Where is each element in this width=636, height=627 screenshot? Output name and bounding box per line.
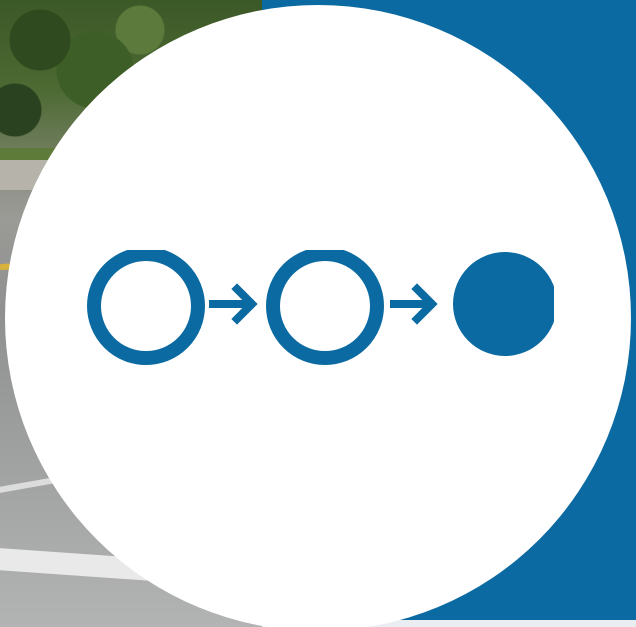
right-arrow-icon <box>213 289 252 319</box>
empty-circle-icon <box>273 254 377 358</box>
progress-flow-icon <box>80 244 560 368</box>
filled-circle-icon <box>453 252 557 356</box>
empty-circle-icon <box>94 254 198 358</box>
right-arrow-icon <box>394 289 432 319</box>
